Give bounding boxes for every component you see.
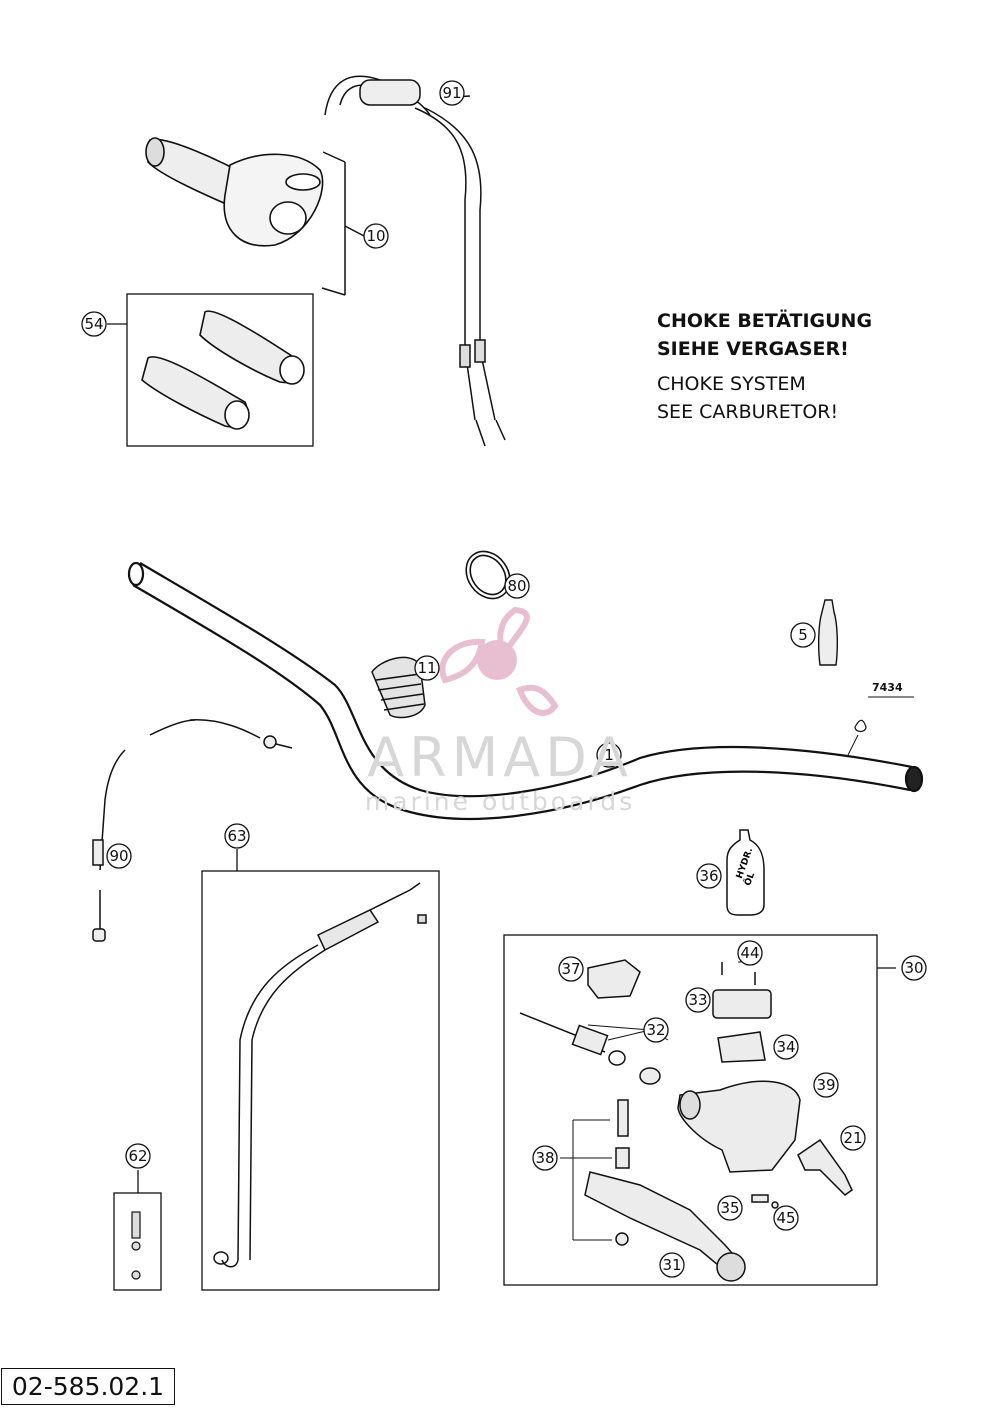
watermark-tagline: marine outboards <box>364 787 636 816</box>
rubber-boot-11 <box>371 656 426 719</box>
watermark-propeller-icon <box>439 606 559 716</box>
label-35: 35 <box>720 1199 739 1217</box>
clutch-cable <box>213 882 427 1268</box>
label-10: 10 <box>366 227 385 245</box>
master-cylinder-parts <box>519 959 853 1282</box>
label-37: 37 <box>561 960 580 978</box>
label-63: 63 <box>227 827 246 845</box>
part-code-7434: 7434 <box>872 681 903 694</box>
label-62: 62 <box>128 1147 147 1165</box>
label-36: 36 <box>699 867 718 885</box>
note-en-line2: SEE CARBURETOR! <box>657 401 839 423</box>
label-11: 11 <box>417 659 436 677</box>
box-54 <box>126 293 314 447</box>
note-de-line1: CHOKE BETÄTIGUNG <box>657 310 873 332</box>
note-en-line1: CHOKE SYSTEM <box>657 373 806 395</box>
bottle-label-2: ÖL <box>742 871 757 888</box>
sealant-7434: 7434 <box>847 681 914 756</box>
throttle-cables <box>324 75 506 447</box>
label-34: 34 <box>776 1038 795 1056</box>
label-39: 39 <box>816 1076 835 1094</box>
grips <box>141 310 305 430</box>
hydraulic-oil-bottle: HYDR. ÖL <box>726 829 765 916</box>
label-30: 30 <box>904 959 923 977</box>
hot-start-cable <box>92 719 293 942</box>
handlebar <box>127 561 924 820</box>
fluid-bottle-5 <box>817 599 839 666</box>
label-33: 33 <box>688 991 707 1009</box>
callouts <box>81 80 927 1278</box>
watermark-brand: ARMADA <box>367 726 633 789</box>
label-44: 44 <box>740 944 759 962</box>
label-5: 5 <box>798 626 808 644</box>
label-32: 32 <box>646 1021 665 1039</box>
callout-labels: 91 10 54 80 5 11 1 90 63 36 44 37 30 33 … <box>84 84 923 1274</box>
label-90: 90 <box>109 847 128 865</box>
label-1: 1 <box>604 746 614 764</box>
adjuster-parts-62 <box>131 1211 141 1280</box>
drawing-reference: 02-585.02.1 <box>1 1368 175 1405</box>
note-de-line2: SIEHE VERGASER! <box>657 338 849 360</box>
watermark-text: ARMADA marine outboards <box>340 728 660 816</box>
label-54: 54 <box>84 315 103 333</box>
label-91: 91 <box>442 84 461 102</box>
bracket-10 <box>321 151 365 296</box>
box-63 <box>201 870 440 1291</box>
label-21: 21 <box>843 1129 862 1147</box>
label-45: 45 <box>776 1209 795 1227</box>
throttle-grip <box>145 137 324 247</box>
label-31: 31 <box>662 1256 681 1274</box>
label-38: 38 <box>535 1149 554 1167</box>
label-80: 80 <box>507 577 526 595</box>
box-30 <box>503 934 878 1286</box>
clamp-ring-80 <box>465 550 511 600</box>
